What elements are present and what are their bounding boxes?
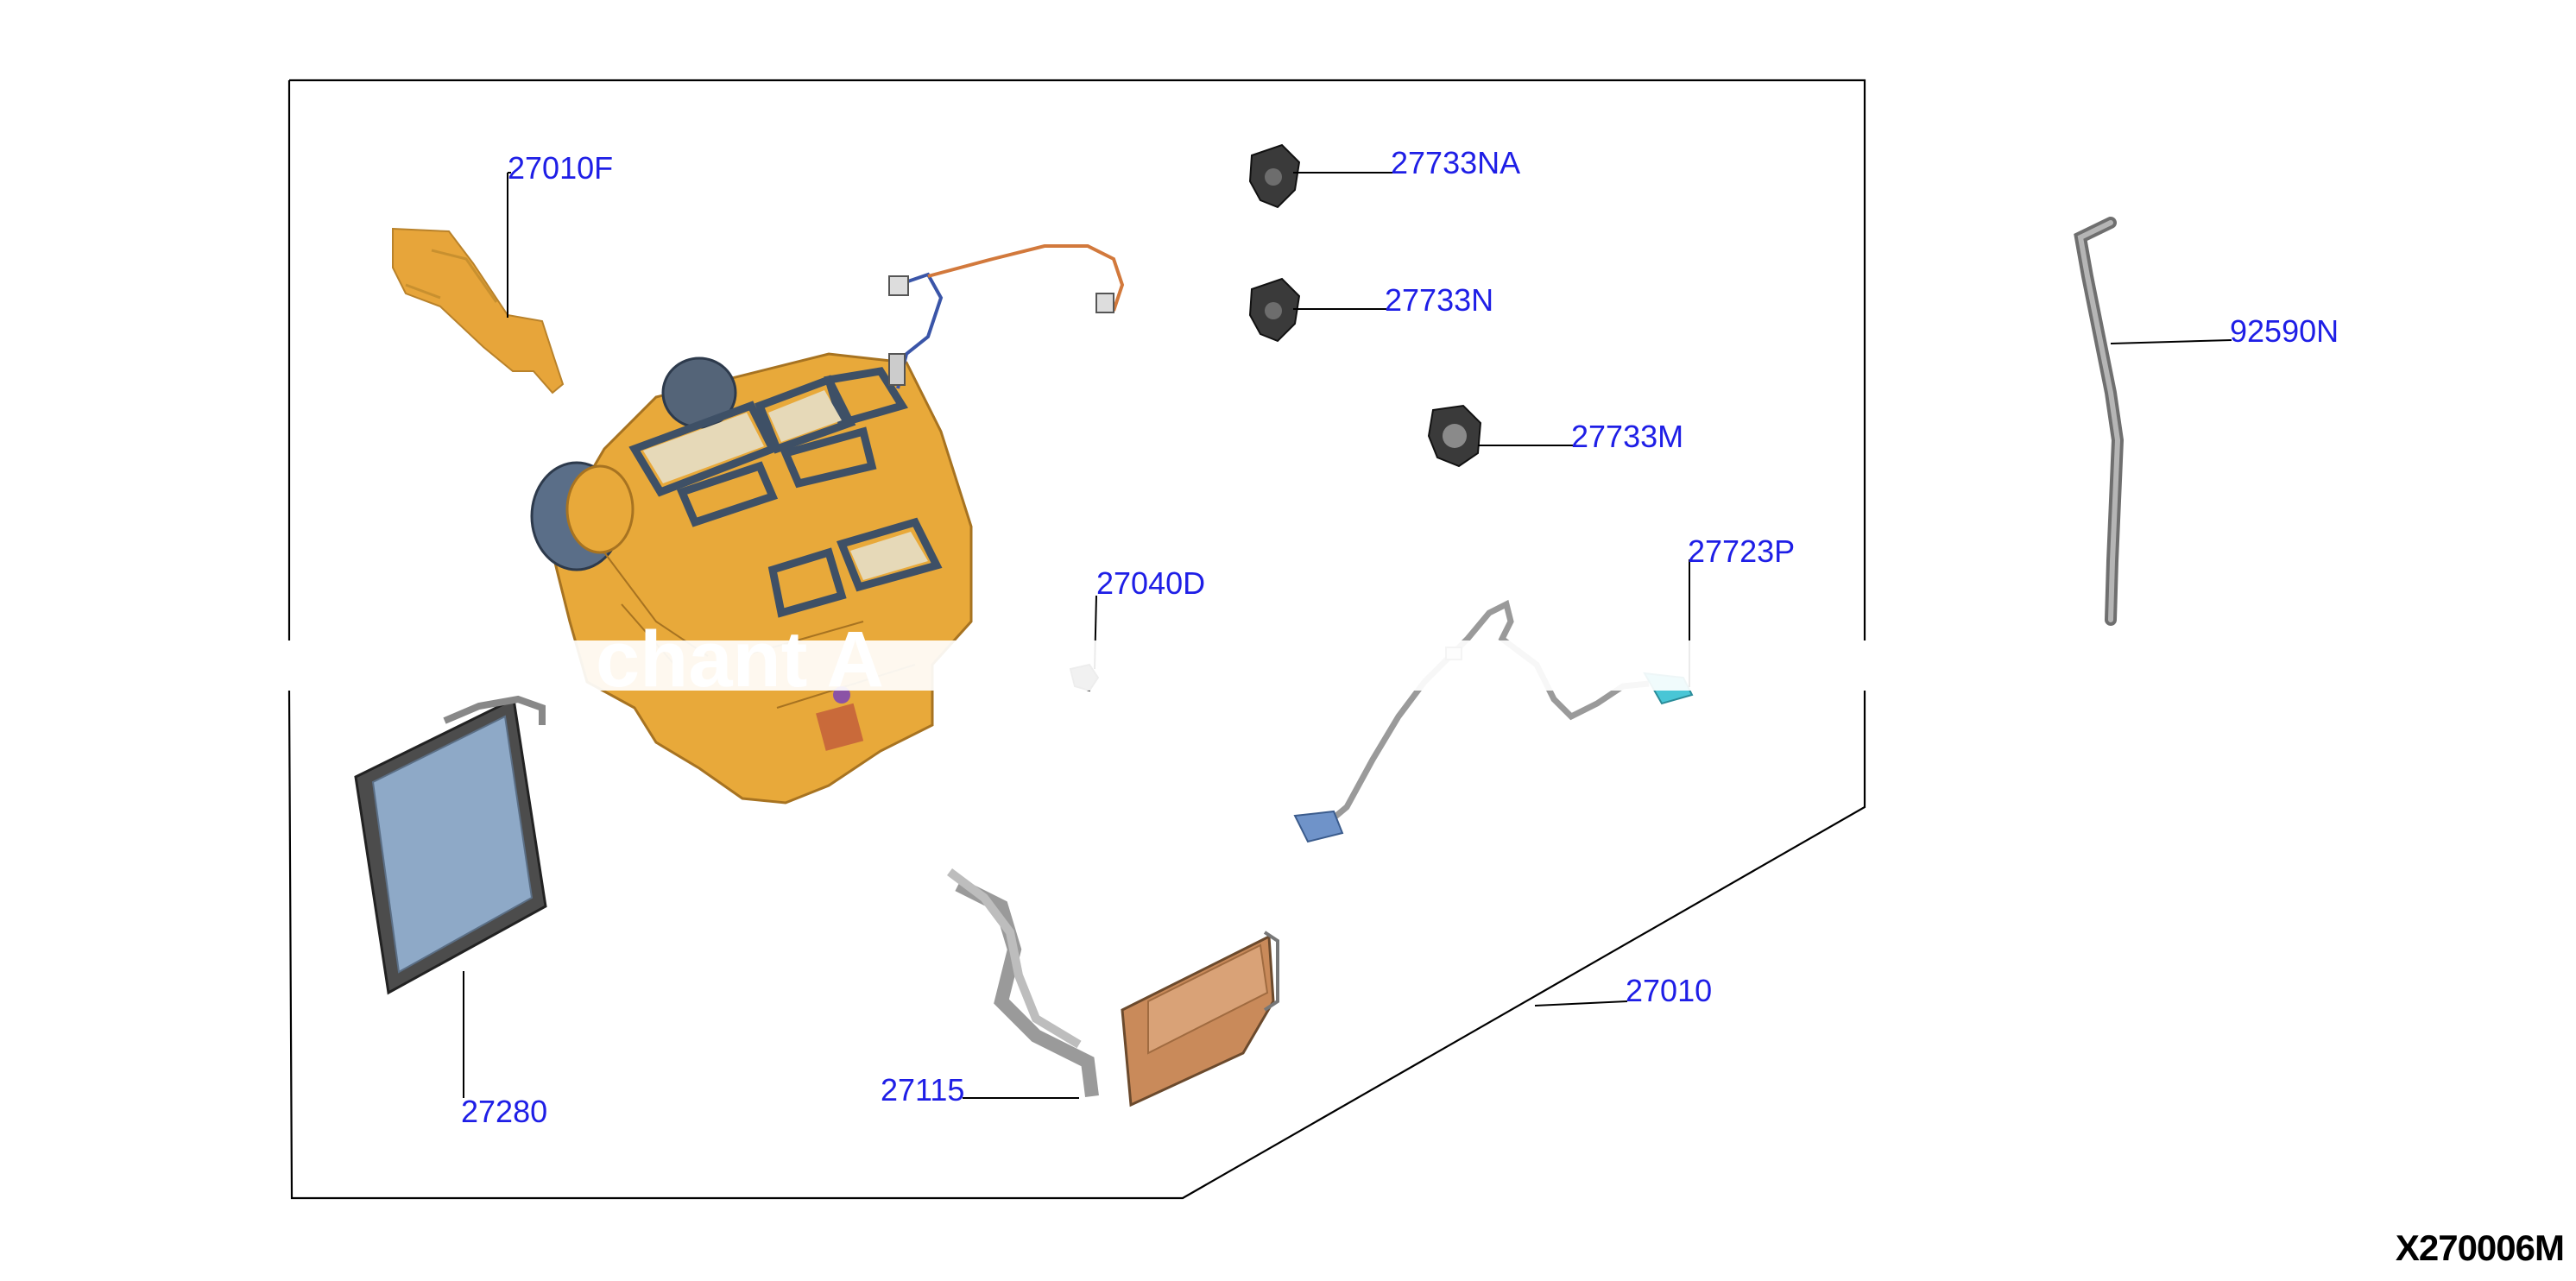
callout-27040D[interactable]: 27040D bbox=[1096, 565, 1205, 601]
air-mix-actuator-motor bbox=[1427, 404, 1482, 468]
sensor-harness bbox=[1293, 599, 1694, 843]
callout-92590N[interactable]: 92590N bbox=[2230, 313, 2339, 349]
watermark-band bbox=[285, 640, 1869, 691]
callout-27115[interactable]: 27115 bbox=[881, 1072, 964, 1107]
callout-27010F[interactable]: 27010F bbox=[508, 150, 613, 186]
wiring-harness bbox=[888, 244, 1125, 389]
assembly-frame bbox=[287, 79, 1866, 1200]
callout-27010[interactable]: 27010 bbox=[1626, 973, 1712, 1008]
callout-27723P[interactable]: 27723P bbox=[1688, 533, 1795, 569]
diagram-id: X270006M bbox=[2395, 1227, 2565, 1268]
duct-bracket-part bbox=[392, 227, 565, 394]
mode-actuator-motor bbox=[1248, 143, 1301, 209]
callout-27733NA[interactable]: 27733NA bbox=[1391, 145, 1520, 180]
callout-27733M[interactable]: 27733M bbox=[1571, 419, 1683, 454]
intake-actuator-motor bbox=[1248, 277, 1301, 343]
callout-27280[interactable]: 27280 bbox=[461, 1094, 547, 1129]
evaporator-core bbox=[354, 695, 547, 995]
watermark-text: chant A bbox=[596, 615, 884, 704]
drain-hose-part bbox=[2074, 217, 2125, 626]
heater-unit-assembly bbox=[530, 352, 973, 805]
heater-core bbox=[947, 868, 1279, 1107]
callout-27733N[interactable]: 27733N bbox=[1385, 282, 1493, 318]
